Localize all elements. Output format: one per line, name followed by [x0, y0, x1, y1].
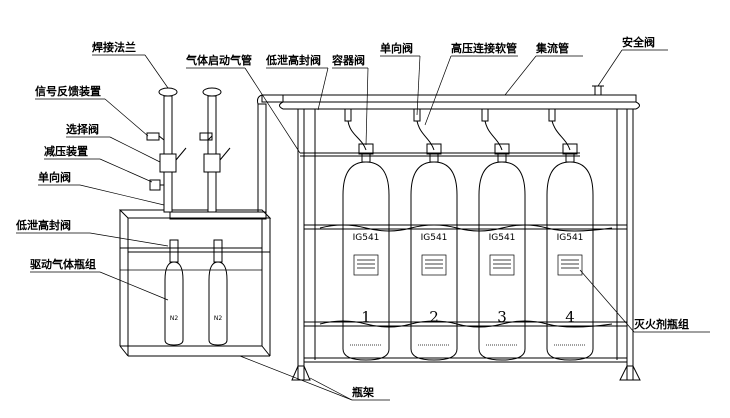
label-low-leak-seal-top: 低泄高封阀 — [265, 53, 321, 67]
drive-bottle-1: N2 — [164, 239, 184, 346]
labels: 焊接法兰 信号反馈装置 选择阀 减压装置 单向阀 低泄高封阀 驱动气体瓶组 气体… — [15, 35, 710, 401]
label-signal-feedback: 信号反馈装置 — [35, 84, 101, 98]
cylinder-2: IG541 2 — [410, 143, 458, 361]
cylinder-1: IG541 1 — [342, 143, 390, 361]
drive-rack — [118, 209, 272, 357]
left-connecting-pipe — [169, 94, 284, 220]
label-container-valve: 容器阀 — [331, 53, 365, 67]
selector-valve-assembly-2 — [199, 87, 231, 213]
cylinder-agent-label: IG541 — [421, 233, 448, 243]
label-hp-hose: 高压连接软管 — [451, 41, 517, 55]
cylinder-number: 1 — [361, 308, 371, 326]
signal-feedback-device — [146, 132, 160, 141]
selector-valve-assembly-1 — [146, 87, 187, 213]
manifold-drops — [344, 108, 571, 151]
label-low-leak-seal-left: 低泄高封阀 — [15, 218, 71, 232]
label-check-valve-left: 单向阀 — [38, 170, 71, 184]
main-rack — [279, 101, 641, 381]
label-extinguisher-bottles: 灭火剂瓶组 — [633, 317, 689, 331]
label-pressure-reducer: 减压装置 — [44, 144, 88, 158]
label-safety-valve: 安全阀 — [622, 35, 655, 49]
label-gas-start-pipe: 气体启动气管 — [185, 53, 252, 67]
label-weld-flange: 焊接法兰 — [92, 40, 136, 54]
weld-flange — [158, 87, 178, 97]
label-rack: 瓶架 — [352, 385, 374, 399]
cylinder-number: 2 — [429, 308, 439, 326]
label-drive-gas-bottles: 驱动气体瓶组 — [30, 257, 96, 271]
label-selector-valve: 选择阀 — [66, 122, 99, 136]
weld-flange — [202, 87, 222, 97]
label-manifold: 集流管 — [535, 41, 569, 55]
cylinder-number: 3 — [497, 308, 507, 326]
cylinder-agent-label: IG541 — [557, 233, 584, 243]
selector-valve-body — [159, 153, 177, 173]
label-check-valve-top: 单向阀 — [380, 41, 413, 55]
selector-valve-body — [203, 153, 221, 173]
manifold-pipe — [282, 85, 637, 103]
cylinder-agent-label: IG541 — [489, 233, 516, 243]
cylinder-4: IG541 4 — [546, 143, 594, 361]
cylinder-number: 4 — [565, 308, 575, 326]
drive-bottle-2: N2 — [208, 239, 228, 346]
cylinder-3: IG541 3 — [478, 143, 526, 361]
drive-gas-label: N2 — [214, 315, 222, 322]
drive-gas-label: N2 — [170, 315, 178, 322]
cylinder-agent-label: IG541 — [353, 233, 380, 243]
safety-valve-body — [594, 85, 602, 96]
